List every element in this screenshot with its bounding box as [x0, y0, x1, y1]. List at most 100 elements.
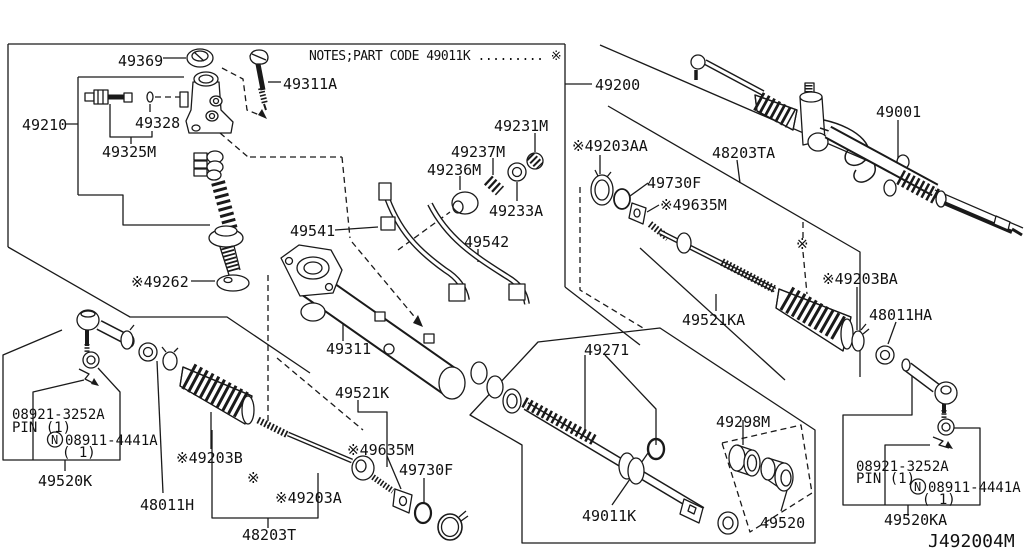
- insulator-49236M: [451, 191, 479, 215]
- part-label-49520K: 49520K: [38, 472, 92, 490]
- part-label-49200: 49200: [595, 76, 640, 94]
- mount-parts: [451, 152, 544, 215]
- part-label-49542: 49542: [464, 233, 509, 251]
- washer-49635M: [392, 488, 413, 514]
- rack-ring: [646, 437, 666, 461]
- part-label-49325M: 49325M: [102, 143, 156, 161]
- part-label-48011HA: 48011HA: [869, 306, 932, 324]
- bushing-49298M: [728, 444, 746, 472]
- arrowhead: [258, 109, 267, 119]
- part-label-49635M-bottom: ※49635M: [347, 441, 414, 459]
- pressure-pipes: [378, 182, 530, 305]
- part-label-49521KA: 49521KA: [682, 311, 745, 329]
- part-label-49203B: ※49203B: [176, 449, 243, 467]
- boot-clamp: [590, 174, 614, 206]
- dashed-lines: [155, 67, 813, 533]
- part-label-49635M-top: ※49635M: [660, 196, 727, 214]
- part-label-49298M: 49298M: [716, 413, 770, 431]
- socket-housing: [351, 455, 375, 481]
- boot-clamp: [851, 330, 865, 352]
- part-label-pin-left: PIN (1): [12, 420, 71, 436]
- part-label-49236M: 49236M: [427, 161, 481, 179]
- part-label-49237M: 49237M: [451, 143, 505, 161]
- nut-49233A: [507, 162, 527, 182]
- part-label-washer-right: 08911-4441A: [928, 480, 1021, 496]
- part-label-notes: NOTES;PART CODE 49011K ......... ※: [309, 49, 561, 64]
- rack-teeth: [521, 397, 597, 445]
- nut-48011HA: [875, 345, 895, 365]
- flare-nut-49541: [380, 216, 396, 231]
- part-label-n-left: N: [51, 433, 58, 447]
- part-label-49521K: 49521K: [335, 384, 389, 402]
- inner-socket-49521KA: [647, 221, 895, 365]
- part-label-49520KA: 49520KA: [884, 511, 947, 529]
- group-boxes: [2, 43, 1024, 544]
- part-label-48203TA: 48203TA: [712, 144, 775, 162]
- o-ring-49730F: [613, 188, 631, 210]
- pipe-fitting: [448, 283, 466, 302]
- part-label-49011K: 49011K: [582, 507, 636, 525]
- part-label-49730F-top: 49730F: [647, 174, 701, 192]
- pipe-fitting: [378, 182, 392, 201]
- part-label-qty-left: ( 1): [62, 445, 96, 461]
- tie-rod-end-right: [901, 358, 958, 449]
- circled-n-left: [46, 431, 64, 448]
- pipe-fitting: [508, 283, 526, 301]
- gear-housing-49311: [280, 244, 522, 414]
- rack-assembly: [521, 397, 739, 535]
- part-label-nut-right: 08921-3252A: [856, 459, 949, 475]
- cotter-pin-sketch: [78, 368, 96, 385]
- boot-clamp: [120, 330, 134, 350]
- part-label-49203A: ※49203A: [275, 489, 342, 507]
- castle-nut: [937, 418, 955, 436]
- part-label-asterisk-right: ※: [796, 235, 809, 253]
- part-label-49311A: 49311A: [283, 75, 337, 93]
- part-label-49203BA: ※49203BA: [822, 270, 898, 288]
- o-ring-49730F: [413, 501, 433, 525]
- part-label-49231M: 49231M: [494, 117, 548, 135]
- part-label-49271: 49271: [584, 341, 629, 359]
- cotter-pin-sketch: [932, 436, 950, 449]
- pad-49262: [216, 274, 250, 292]
- part-label-49730F-bottom: 49730F: [399, 461, 453, 479]
- castle-nut: [82, 351, 100, 369]
- grommet-49231M: [526, 152, 544, 170]
- part-label-asterisk-center: ※: [247, 469, 260, 487]
- part-label-49262: ※49262: [131, 273, 189, 291]
- washer-49635M: [628, 202, 647, 225]
- fitting-49325M: [84, 92, 95, 102]
- control-valve-assembly: [84, 48, 269, 292]
- arrowhead: [413, 315, 423, 327]
- bushing-and-retainer: [728, 444, 794, 492]
- part-label-49210: 49210: [22, 116, 67, 134]
- part-label-48203T: 48203T: [242, 526, 296, 544]
- part-drawings: [46, 48, 1023, 541]
- boot-and-socket-49203B: [161, 346, 469, 541]
- part-label-pin-right: PIN (1): [856, 471, 915, 487]
- part-label-49328: 49328: [135, 114, 180, 132]
- part-label-nut-left: 08921-3252A: [12, 407, 105, 423]
- part-label-n-right: N: [914, 480, 921, 494]
- tie-rod-end-left: [76, 309, 158, 386]
- part-label-49001: 49001: [876, 103, 921, 121]
- boot-clamp: [162, 351, 178, 371]
- bushing-group-dashed-box: [721, 424, 813, 533]
- boot-clamp-kit-49203AA: [590, 169, 647, 225]
- part-label-49203AA: ※49203AA: [572, 137, 648, 155]
- part-label-49233A: 49233A: [489, 202, 543, 220]
- part-label-48011H: 48011H: [140, 496, 194, 514]
- part-label-washer-left: 08911-4441A: [65, 433, 158, 449]
- pin-49328: [146, 91, 154, 103]
- part-label-49311: 49311: [326, 340, 371, 358]
- boot-clamp-ring: [437, 513, 463, 541]
- part-label-diagram-id: J492004M: [928, 531, 1015, 552]
- part-label-49520: 49520: [760, 514, 805, 532]
- retainer-49520: [760, 457, 776, 481]
- nut-48011H: [138, 342, 158, 362]
- circled-n-right: [909, 478, 927, 495]
- spring-49237M: [483, 175, 505, 196]
- valve-spring: [211, 180, 238, 232]
